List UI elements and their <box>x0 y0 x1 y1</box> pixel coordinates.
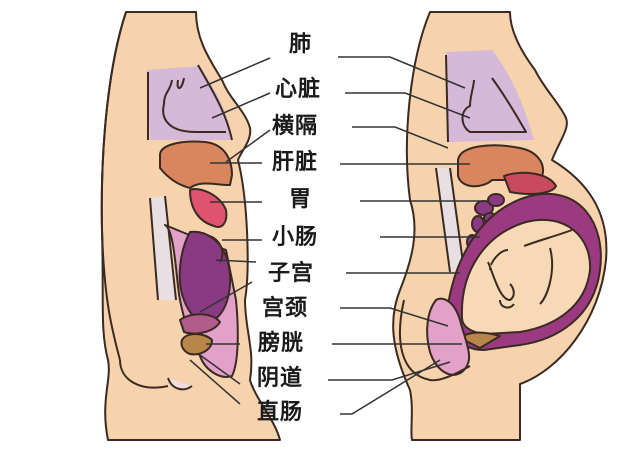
left-lungs <box>147 66 232 140</box>
right-stomach <box>503 171 557 195</box>
left-heart-outline <box>162 79 226 133</box>
left-liver <box>159 140 233 189</box>
right-lungs <box>446 50 534 142</box>
label-rectum: 直肠 <box>257 400 304 425</box>
right-figure <box>392 11 608 441</box>
left-stomach <box>189 188 228 228</box>
label-lung: 肺 <box>289 32 313 57</box>
right-pelvic-region <box>426 297 471 376</box>
label-uterus: 子宫 <box>268 261 315 286</box>
label-diaphragm: 横隔 <box>272 114 319 139</box>
label-cervix: 宫颈 <box>262 296 309 321</box>
label-stomach: 胃 <box>289 187 313 212</box>
label-heart: 心脏 <box>275 77 322 102</box>
label-liver: 肝脏 <box>272 150 319 175</box>
leader-lines <box>189 56 485 415</box>
left-bladder <box>180 333 213 356</box>
right-spine <box>436 168 464 272</box>
label-vagina: 阴道 <box>257 366 304 391</box>
label-bladder: 膀胱 <box>258 331 305 356</box>
label-small-intestine: 小肠 <box>272 225 319 250</box>
left-figure <box>100 11 281 441</box>
